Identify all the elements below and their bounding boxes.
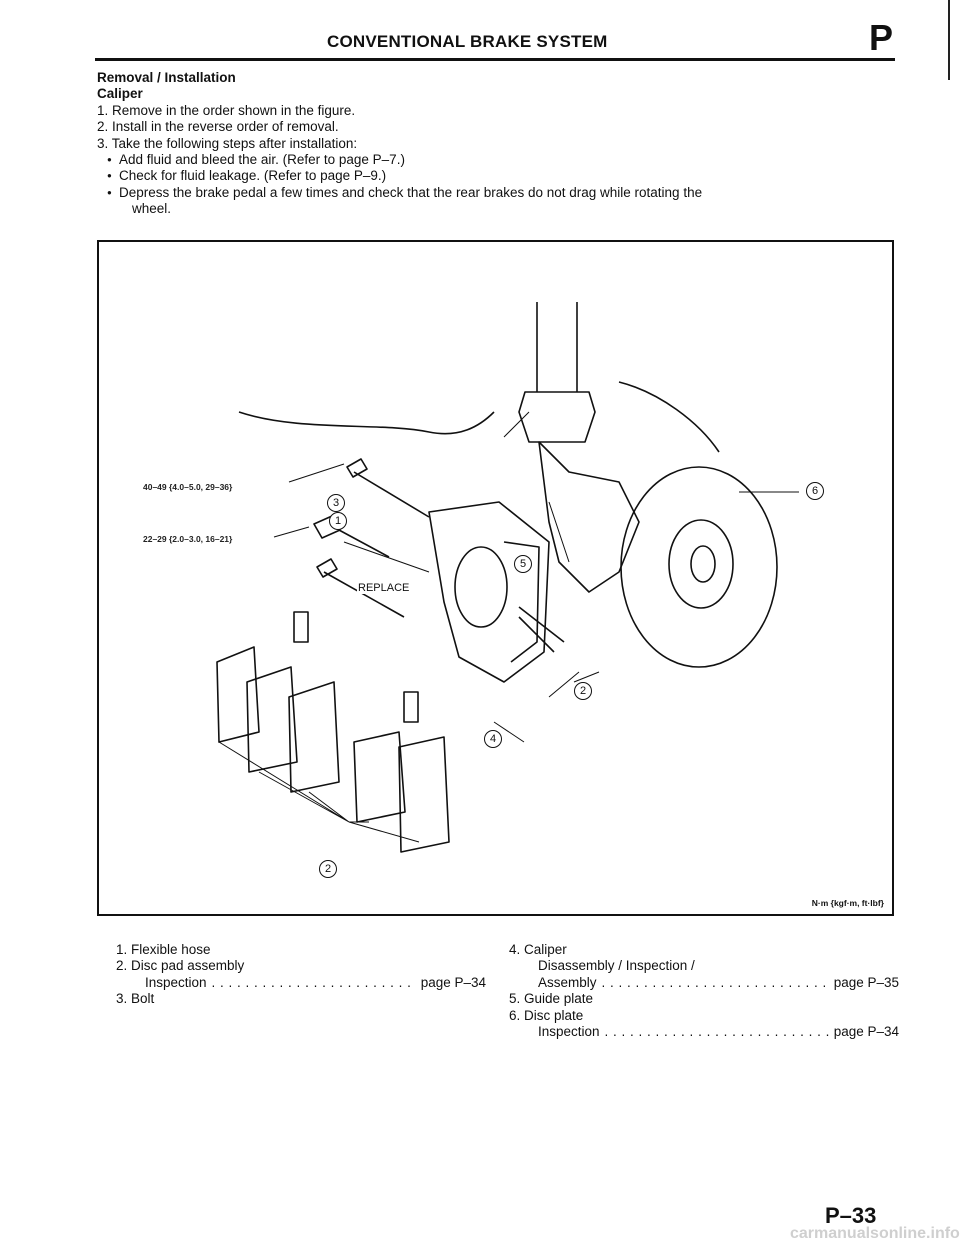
callout-5: 5 [514,555,532,573]
legend-item-5: 5. Guide plate [509,991,594,1007]
leader-dots [605,1024,829,1040]
legend-item-4-sub1: Disassembly / Inspection / [538,958,695,974]
legend-item-2-sub: Inspection [145,974,207,990]
pad-4 [353,731,406,823]
callout-2-right: 2 [574,682,592,700]
legend-item-2-page: page P–34 [420,974,486,990]
legend-left: 1. Flexible hose 2. Disc pad assembly In… [116,942,486,1008]
brake-line [238,411,495,435]
upper-bolt [346,458,430,518]
legend-item-4-sub2: Assembly [538,974,597,990]
lower-bolt [316,558,405,618]
callout-3: 3 [327,494,345,512]
bullet-leak: Check for fluid leakage. (Refer to page … [97,168,897,184]
torque-spec-lower: 22–29 {2.0–3.0, 16–21} [143,534,233,544]
legend-item-3: 3. Bolt [116,991,155,1007]
leader-dots [212,975,416,991]
callout-6: 6 [806,482,824,500]
legend-item-4-page: page P–35 [833,974,899,990]
watermark: carmanualsonline.info [790,1225,960,1242]
legend-item-4-ref: Assembly page P–35 [509,975,899,991]
caliper-body [428,501,550,683]
disc-plate [620,466,778,668]
bullet-drag: Depress the brake pedal a few times and … [97,185,897,201]
banjo-bolt [313,515,390,558]
replace-label: REPLACE [357,582,411,594]
page-header: CONVENTIONAL BRAKE SYSTEM P [95,20,895,61]
legend-item-2-ref: Inspection page P–34 [116,975,486,991]
strut-shock [518,302,596,443]
legend-item-1: 1. Flexible hose [116,942,211,957]
page-number: P–33 [825,1203,877,1228]
exploded-view-drawing [216,302,799,853]
pad-1 [216,646,260,743]
component-heading: Caliper [97,86,143,102]
pad-3 [288,681,340,793]
legend-item-6-ref: Inspection page P–34 [509,1024,899,1040]
section-letter: P [868,17,893,58]
margin-rule [948,0,950,80]
units-note: N·m {kgf·m, ft·lbf} [811,898,884,908]
brake-caliper-figure: 40–49 {4.0–5.0, 29–36} 22–29 {2.0–3.0, 1… [97,240,894,916]
step-2: 2. Install in the reverse order of remov… [97,119,339,135]
knuckle [538,441,640,593]
grease-tube-2 [403,691,419,723]
torque-spec-upper: 40–49 {4.0–5.0, 29–36} [143,482,233,492]
legend-item-6-page: page P–34 [833,1024,899,1040]
brake-line-2 [618,381,720,453]
legend-item-6: 6. Disc plate [509,1007,584,1023]
pad-5 [398,736,450,853]
legend-right: 4. Caliper Disassembly / Inspection / As… [509,942,899,1040]
callout-2-bottom: 2 [319,860,337,878]
procedure-heading: Removal / Installation [97,70,236,85]
page-title: CONVENTIONAL BRAKE SYSTEM [327,32,608,51]
legend-item-2: 2. Disc pad assembly [116,958,245,974]
callout-4: 4 [484,730,502,748]
pad-2 [246,666,298,773]
leader-dots [602,975,829,991]
legend-item-4: 4. Caliper [509,942,567,957]
legend-item-6-sub: Inspection [538,1024,600,1040]
step-3: 3. Take the following steps after instal… [97,135,358,151]
bullet-bleed: Add fluid and bleed the air. (Refer to p… [97,152,897,168]
callout-1: 1 [329,512,347,530]
step-1: 1. Remove in the order shown in the figu… [97,102,356,118]
grease-tube-1 [293,611,309,643]
guide-pin [518,606,565,653]
procedure-text: Removal / Installation Caliper 1. Remove… [97,70,897,218]
bullet-drag-cont: wheel. [132,201,172,217]
